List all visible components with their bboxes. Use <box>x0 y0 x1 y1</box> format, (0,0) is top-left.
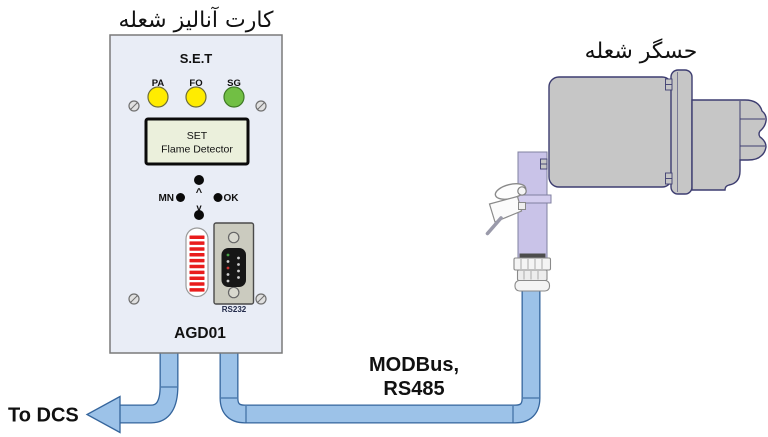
db9-pin <box>226 273 230 276</box>
cable-to-dcs <box>85 352 179 434</box>
nav-buttons: ^ MN OK v <box>158 175 239 220</box>
cable-gland <box>513 253 552 292</box>
cable-modbus <box>219 289 541 424</box>
down-arrow-icon: v <box>196 203 202 214</box>
ok-button <box>213 193 223 202</box>
up-arrow-icon: ^ <box>196 187 203 199</box>
led-bar-segment <box>189 253 205 257</box>
led-bar-segment <box>189 276 205 280</box>
bus-label-line1: MODBus, <box>369 354 459 376</box>
clamp-plate <box>488 195 523 223</box>
gland-ring <box>516 269 548 282</box>
up-button <box>194 175 204 185</box>
analyzer-panel: S.E.T PA FO SG <box>109 34 283 354</box>
panel-screws <box>128 100 267 305</box>
down-button <box>194 210 204 220</box>
screw-icon <box>255 100 267 112</box>
gland-ring <box>513 257 552 271</box>
gland-ribs <box>523 271 539 280</box>
clamp-lever <box>485 183 527 236</box>
clip-tabs <box>540 78 673 185</box>
db9-screw-hole <box>227 286 240 299</box>
db9-pin <box>237 263 240 266</box>
db9-pin <box>237 269 240 273</box>
gland-seal <box>519 253 546 258</box>
screw-icon <box>255 293 267 305</box>
mn-label: MN <box>158 193 174 204</box>
panel-header: S.E.T <box>180 51 213 66</box>
screw-icon <box>128 100 140 112</box>
led-bar-segment <box>189 288 205 292</box>
led-bar-segment <box>189 241 205 245</box>
clamp-bolt <box>518 202 526 210</box>
rs232-label: RS232 <box>222 305 247 314</box>
led-bar-segment <box>189 247 205 251</box>
led-bar-segment <box>189 282 205 286</box>
status-leds: PA FO SG <box>147 78 245 108</box>
led-bar-segment <box>189 258 205 263</box>
led-bar-segment <box>189 235 205 239</box>
lcd-display: SET Flame Detector <box>144 117 250 166</box>
led-label: SG <box>227 78 241 89</box>
led-bargraph <box>185 227 209 298</box>
db9-pin <box>226 260 230 263</box>
mount-collar <box>515 194 552 204</box>
flame-sensor <box>485 69 767 292</box>
sensor-title: حسگر شعله <box>585 38 698 64</box>
sensor-rear-hex <box>691 99 767 191</box>
lcd-line1: SET <box>187 130 208 142</box>
led-label: FO <box>189 78 202 89</box>
db9-pins <box>226 253 240 283</box>
gland-ribs <box>520 259 543 269</box>
lcd-line2: Flame Detector <box>161 144 233 156</box>
model-label: AGD01 <box>174 325 226 342</box>
screw-icon <box>128 293 140 305</box>
rs232-connector: RS232 <box>213 222 255 314</box>
db9-pin <box>226 279 230 283</box>
db9-pin <box>237 276 240 279</box>
modbus-pipe <box>220 289 540 423</box>
db9-screw-hole <box>227 231 240 244</box>
db9-pin <box>226 253 230 257</box>
led-label: PA <box>152 78 165 89</box>
bus-label-line2: RS485 <box>383 378 444 400</box>
led-bar-segments <box>189 235 205 292</box>
sensor-body <box>548 76 673 188</box>
db9-pin <box>237 256 240 260</box>
dcs-arrowhead-icon <box>85 395 121 434</box>
led-fo <box>185 86 207 108</box>
dcs-pipe <box>120 352 178 423</box>
led-pa <box>147 86 169 108</box>
db9-pin <box>226 266 230 270</box>
led-sg <box>223 86 245 108</box>
sensor-flange <box>670 69 693 195</box>
gland-nut <box>514 279 551 292</box>
led-bar-segment <box>189 270 205 275</box>
analyzer-card-title: کارت آنالیز شعله <box>118 6 274 33</box>
dcs-label: To DCS <box>8 405 79 427</box>
clamp-handle <box>485 216 503 236</box>
ok-label: OK <box>224 193 240 204</box>
db9-shell <box>221 248 246 287</box>
clamp-pivot <box>517 186 527 196</box>
mn-button <box>176 193 185 202</box>
led-bar-segment <box>189 264 205 269</box>
